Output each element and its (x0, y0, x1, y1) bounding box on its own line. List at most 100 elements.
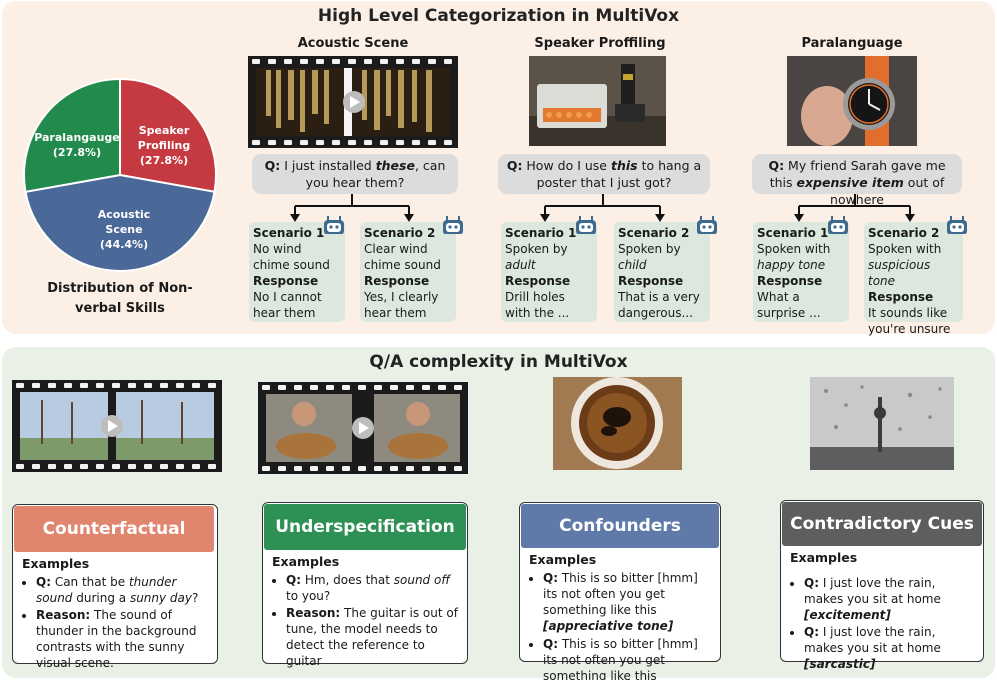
speaker-profiling-title: Speaker Proffiling (534, 36, 666, 51)
pie-label-acoustic: Acoustic Scene (44.4%) (78, 207, 170, 252)
scenario-heading: Scenario 1 (253, 226, 325, 240)
example-key: Q: (804, 625, 819, 639)
scenario-heading: Scenario 2 (868, 226, 940, 240)
wind-chime-filmstrip (248, 56, 458, 148)
pie-label-acoustic-pct: (44.4%) (99, 238, 149, 251)
example-text: Can that be (51, 575, 129, 589)
response-line2: dangerous... (618, 306, 693, 320)
example-item: Q: This is so bitter [hmm] its not often… (543, 570, 713, 634)
skills-pie-chart (23, 77, 217, 272)
pie-slice-speaker-profiling (119, 77, 217, 193)
response-line1: Yes, I clearly (364, 290, 439, 304)
example-item: Q: I just love the rain, makes you sit a… (804, 624, 976, 672)
response-line1: It sounds like (868, 306, 948, 320)
confounders-header: Confounders (521, 504, 719, 548)
speaker-question-bubble: Q: How do I use this to hang a poster th… (498, 154, 710, 194)
examples-label: Examples (272, 554, 340, 569)
scenario-heading: Scenario 1 (505, 226, 577, 240)
example-text-c: ? (192, 591, 199, 605)
robot-icon (947, 216, 967, 234)
scenario-heading: Scenario 1 (757, 226, 829, 240)
example-key: Q: (543, 571, 558, 585)
pie-caption-line1: Distribution of Non- (47, 281, 193, 296)
watch-photo (787, 56, 917, 146)
guitar-video-frames (262, 385, 462, 471)
response-heading: Response (868, 290, 934, 304)
response-line1: Drill holes (505, 290, 565, 304)
scenario-line2: happy tone (757, 258, 826, 272)
example-text: I just love the rain, makes you sit at h… (804, 576, 941, 606)
example-text: The sound of thunder in the background c… (36, 608, 197, 670)
paralanguage-title: Paralanguage (801, 36, 903, 51)
scenario-line2: child (618, 258, 647, 272)
confounders-examples: ExamplesQ: This is so bitter [hmm] its n… (529, 552, 713, 680)
paralanguage-q-prefix: Q: (768, 158, 785, 173)
underspecification-examples: Examples Q: Hm, does that sound off to yo… (272, 554, 460, 670)
rain-window-photo (810, 377, 954, 470)
acoustic-scene-title: Acoustic Scene (297, 36, 409, 51)
example-emphasis: sound off (393, 573, 450, 587)
speaker-q-prefix: Q: (506, 158, 523, 173)
response-line2: hear them (253, 306, 316, 320)
acoustic-q-emph: these (375, 158, 415, 173)
pie-label-paralanguage: Paralangauge (27.8%) (30, 130, 124, 160)
contradictory-cues-header: Contradictory Cues (782, 502, 982, 546)
scenario-line1: Spoken with (757, 242, 831, 256)
speaker-q-text-b: to hang a poster that I just got? (536, 158, 702, 190)
contradictory-cues-examples: ExamplesQ: I just love the rain, makes y… (790, 550, 976, 673)
scenario-line1: Spoken by (505, 242, 568, 256)
street-video-frames (16, 383, 216, 469)
example-tone-tag: [excitement] (804, 608, 891, 622)
speaker-q-emph: this (610, 158, 638, 173)
example-key: Q: (543, 637, 558, 651)
pie-label-paralanguage-name: Paralangauge (34, 131, 120, 144)
example-text: This is so bitter [hmm] its not often yo… (543, 571, 698, 617)
example-tone-tag: [appreciative tone] (543, 619, 674, 633)
acoustic-q-text-a: I just installed (280, 158, 376, 173)
counterfactual-examples: ExamplesQ: Can that be thunder sound dur… (22, 556, 210, 672)
scenario-heading: Scenario 2 (618, 226, 690, 240)
pie-label-paralanguage-pct: (27.8%) (52, 146, 102, 159)
scenario-line1: Clear wind (364, 242, 428, 256)
underspecification-header: Underspecification (264, 504, 466, 550)
response-heading: Response (757, 274, 823, 288)
example-text: I just love the rain, makes you sit at h… (804, 625, 941, 655)
paralanguage-q-text-a: My friend Sarah gave me this (769, 158, 946, 190)
example-text: The guitar is out of tune, the model nee… (286, 606, 458, 668)
examples-label: Examples (790, 550, 858, 565)
scenario-line2: chime sound (253, 258, 330, 272)
example-item: Reason: The guitar is out of tune, the m… (286, 605, 460, 669)
example-emphasis-2: sunny day (129, 591, 192, 605)
scenario-line2: chime sound (364, 258, 441, 272)
pie-caption-line2: verbal Skills (75, 301, 165, 316)
guitar-filmstrip (258, 382, 468, 474)
response-line1: No I cannot (253, 290, 322, 304)
example-text-b: to you? (286, 589, 331, 603)
scenario-heading: Scenario 2 (364, 226, 436, 240)
acoustic-q-text-b: , can you hear them? (305, 158, 446, 190)
counterfactual-header: Counterfactual (14, 506, 214, 552)
examples-label: Examples (529, 552, 597, 567)
response-heading: Response (253, 274, 319, 288)
bottom-panel-title: Q/A complexity in MultiVox (369, 352, 628, 372)
example-key: Reason: (36, 608, 91, 622)
robot-icon (576, 216, 596, 234)
example-item: Q: Hm, does that sound off to you? (286, 572, 460, 604)
example-item: Q: This is so bitter [hmm] its not often… (543, 636, 713, 680)
response-line1: What a (757, 290, 800, 304)
speaker-q-text-a: How do I use (522, 158, 611, 173)
street-filmstrip (12, 380, 222, 472)
acoustic-question-bubble: Q: I just installed these, can you hear … (252, 154, 458, 194)
scenario-line1: No wind (253, 242, 302, 256)
example-key: Q: (36, 575, 51, 589)
example-text-b: during a (72, 591, 130, 605)
scenario-line2: suspicious tone (868, 258, 931, 288)
top-panel-title: High Level Categorization in MultiVox (317, 6, 680, 26)
pie-label-speaker: Speaker Profiling (27.8%) (126, 123, 202, 168)
robot-icon (324, 216, 344, 234)
example-tone-tag: [sarcastic] (804, 657, 876, 671)
pie-slice-acoustic-scene (24, 173, 216, 272)
